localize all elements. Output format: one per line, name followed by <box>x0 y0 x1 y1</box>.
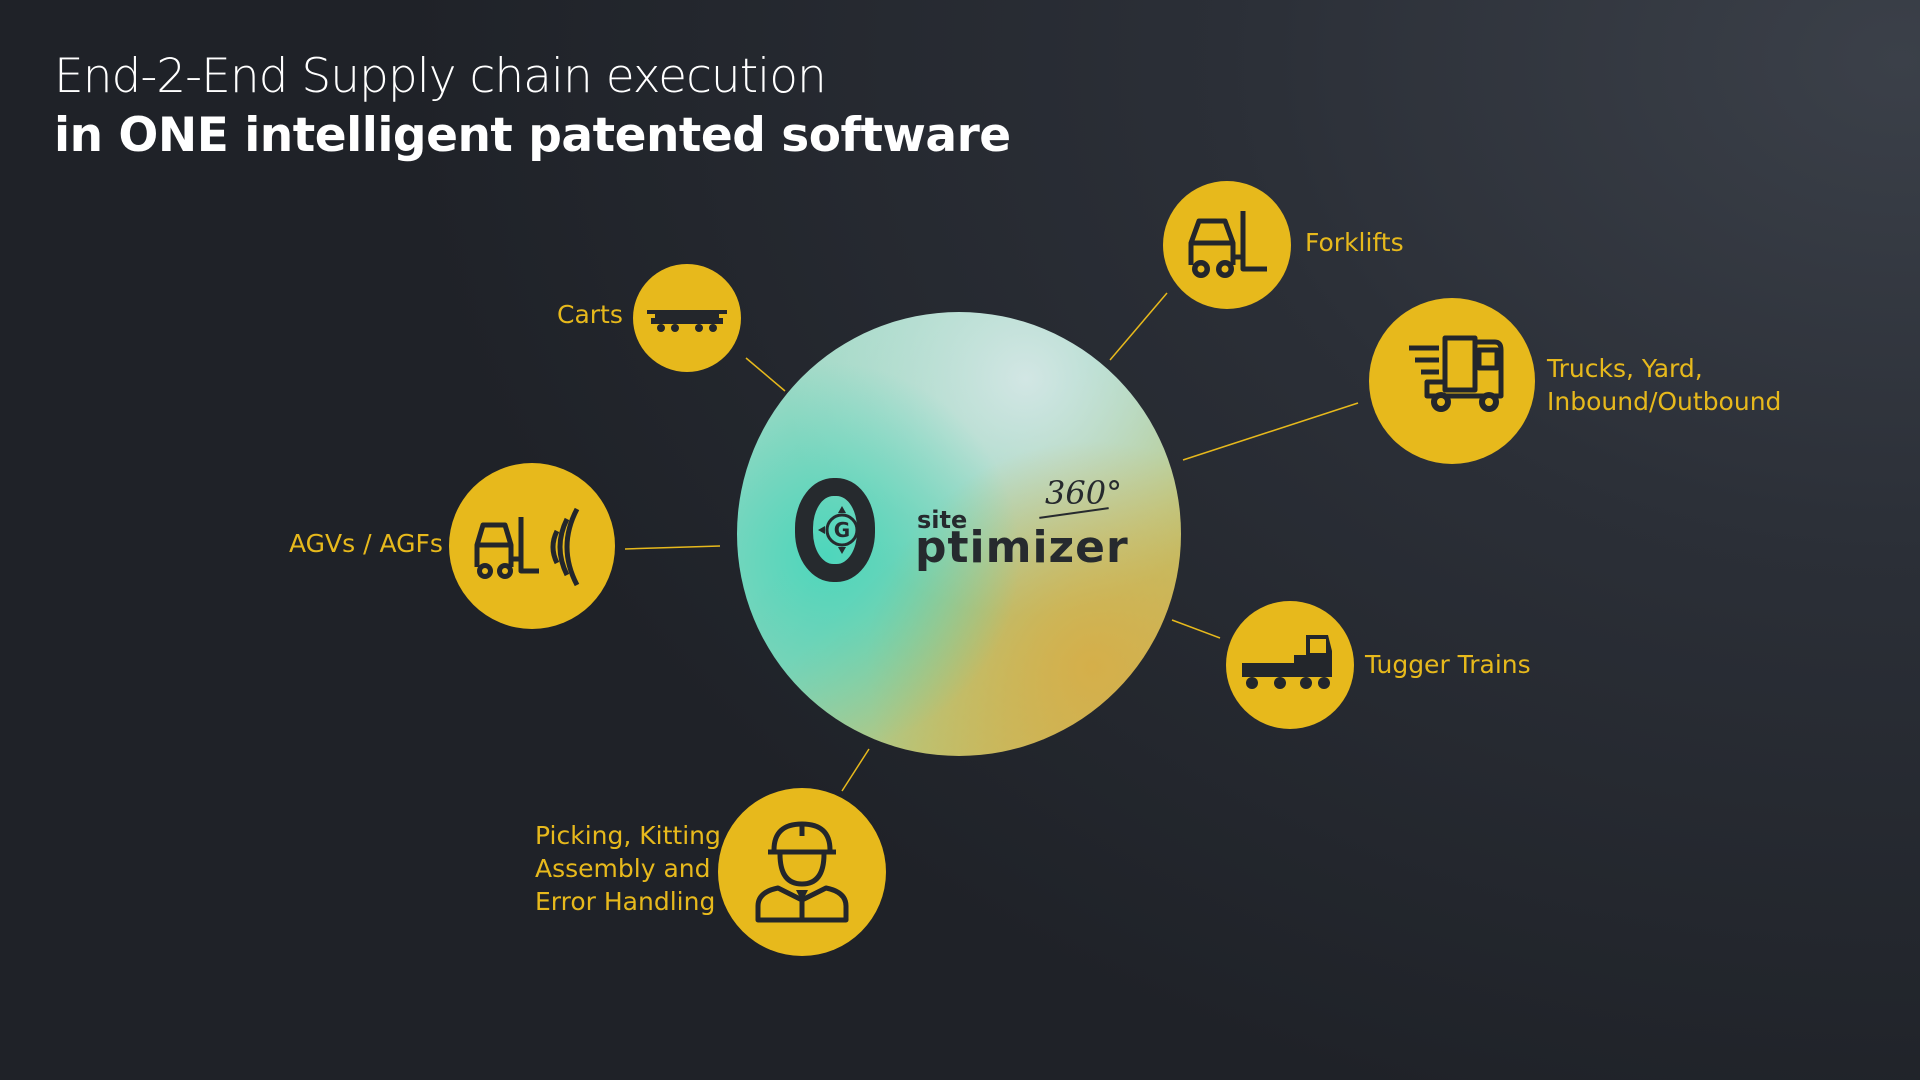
logo-site-text: site <box>917 506 968 534</box>
agvs-label: AGVs / AGFs <box>289 529 443 558</box>
forklift-icon <box>1188 211 1267 278</box>
compass-g-icon: G <box>818 506 866 554</box>
connector-picking <box>841 748 870 792</box>
connector-tugger <box>1171 619 1221 639</box>
carts-node <box>633 264 741 372</box>
connector-forklifts <box>1109 292 1168 361</box>
connector-agvs <box>624 545 721 550</box>
carts-label: Carts <box>557 300 623 329</box>
forklifts-label: Forklifts <box>1305 228 1404 257</box>
truck-icon <box>1409 335 1504 412</box>
logo-optimizer-text: ptimizer <box>915 522 1129 573</box>
tugger-train-icon <box>1242 635 1332 689</box>
site-optimizer-logo: G site ptimizer 360° <box>795 470 1135 600</box>
picking-label-line-3: Error Handling <box>535 887 716 916</box>
page-title: End-2-End Supply chain execution in ONE … <box>54 48 1011 166</box>
agvs-node <box>449 463 615 629</box>
trucks-node <box>1369 298 1535 464</box>
picking-label-line-1: Picking, Kitting <box>535 821 721 850</box>
connector-trucks <box>1182 402 1359 461</box>
agv-forklift-icon <box>474 507 580 587</box>
picking-label: Picking, Kitting Assembly and Error Hand… <box>535 819 721 918</box>
connector-carts <box>745 357 786 392</box>
svg-text:G: G <box>834 518 850 542</box>
picking-label-line-2: Assembly and <box>535 854 711 883</box>
worker-icon <box>755 821 849 923</box>
trucks-label: Trucks, Yard, Inbound/Outbound <box>1547 352 1781 418</box>
tugger-label: Tugger Trains <box>1365 650 1531 679</box>
cart-icon <box>647 310 727 332</box>
trucks-label-line-1: Trucks, Yard, <box>1547 354 1703 383</box>
forklifts-node <box>1163 181 1291 309</box>
tugger-node <box>1226 601 1354 729</box>
logo-360-badge: 360° <box>1045 474 1123 512</box>
title-line-1: End-2-End Supply chain execution <box>54 49 827 104</box>
picking-node <box>718 788 886 956</box>
title-line-2: in ONE intelligent patented software <box>54 108 1011 163</box>
trucks-label-line-2: Inbound/Outbound <box>1547 387 1782 416</box>
